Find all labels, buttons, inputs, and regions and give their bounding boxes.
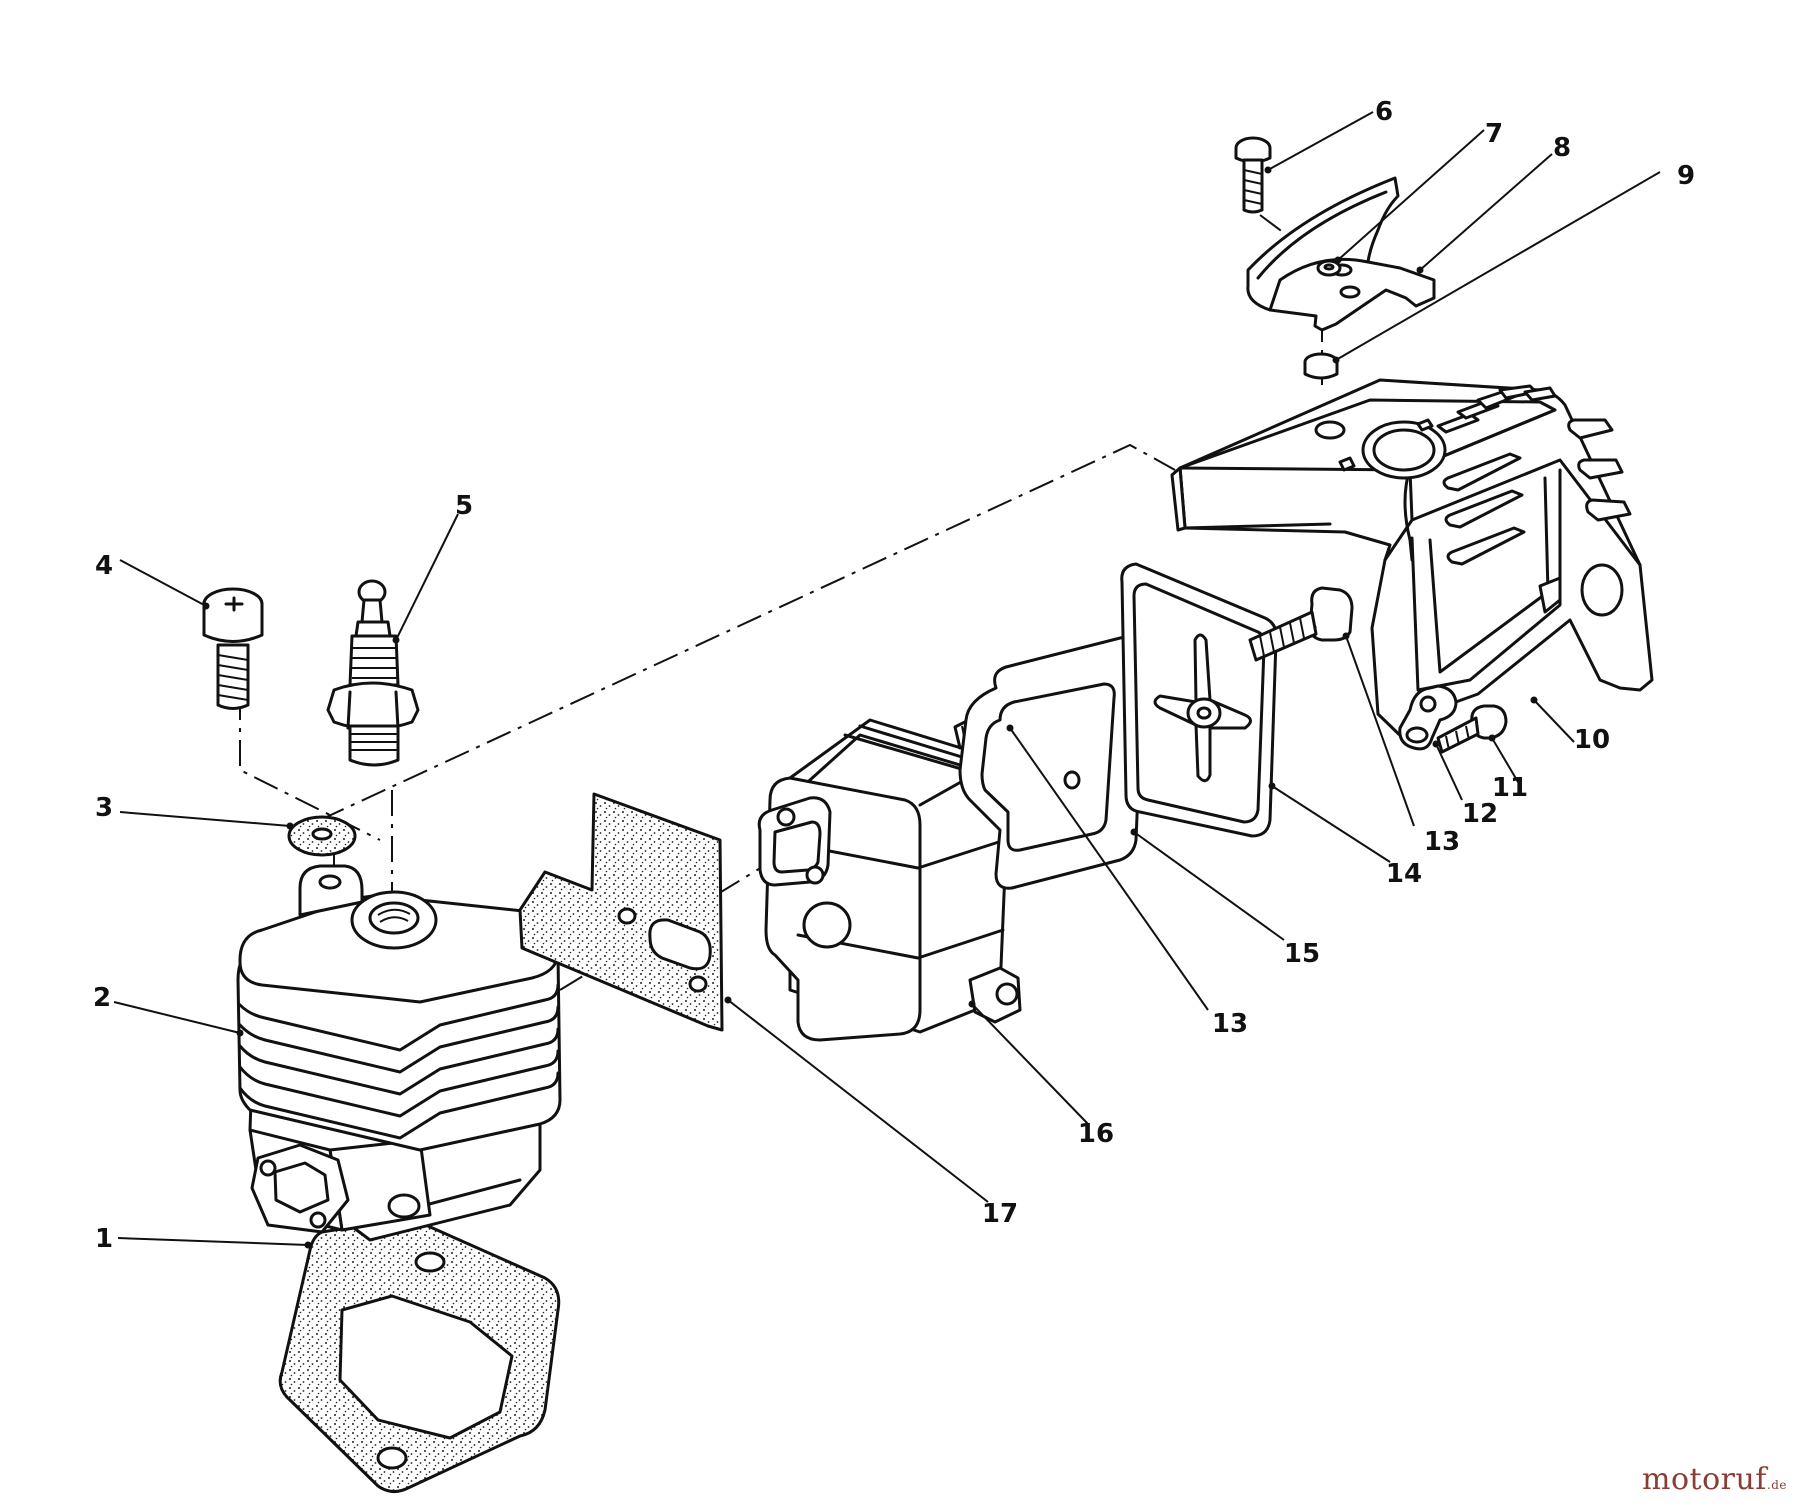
brand-name: motoruf bbox=[1642, 1462, 1767, 1497]
upper-bolt-part bbox=[1248, 586, 1354, 662]
cylinder-shroud-part bbox=[1170, 378, 1654, 747]
mounting-bracket-part bbox=[1398, 684, 1458, 751]
washer-part bbox=[287, 815, 357, 857]
deflector-guard-part bbox=[1246, 176, 1436, 332]
callout-5: 5 bbox=[455, 491, 473, 521]
callout-4: 4 bbox=[95, 551, 113, 581]
base-gasket-part bbox=[278, 1216, 561, 1493]
cylinder-part bbox=[236, 864, 562, 1242]
callout-14: 14 bbox=[1386, 859, 1422, 889]
callout-7: 7 bbox=[1485, 119, 1503, 149]
washer-part-7 bbox=[1316, 259, 1342, 277]
screw-part-11 bbox=[1436, 704, 1508, 754]
screw-part-6 bbox=[1234, 136, 1272, 214]
callout-10: 10 bbox=[1574, 725, 1610, 755]
callout-12: 12 bbox=[1462, 799, 1498, 829]
callout-9: 9 bbox=[1677, 161, 1695, 191]
brand-watermark: motoruf.de bbox=[1642, 1462, 1787, 1497]
callout-8: 8 bbox=[1553, 133, 1571, 163]
callout-labels: 1 2 3 4 5 6 7 8 9 10 11 12 13 13 14 15 1… bbox=[93, 97, 1695, 1254]
callout-2: 2 bbox=[93, 983, 111, 1013]
callout-3: 3 bbox=[95, 793, 113, 823]
callout-17: 17 bbox=[982, 1199, 1018, 1229]
spark-plug-part bbox=[326, 579, 420, 767]
heat-shield-gasket-part bbox=[518, 792, 724, 1032]
callout-15: 15 bbox=[1284, 939, 1320, 969]
grommet-part bbox=[1303, 352, 1339, 380]
callout-1: 1 bbox=[95, 1224, 113, 1254]
muffler-body-part bbox=[757, 718, 1022, 1042]
muffler-gasket-part bbox=[958, 634, 1146, 890]
screw-part-4 bbox=[202, 587, 264, 710]
callout-6: 6 bbox=[1375, 97, 1393, 127]
callout-11: 11 bbox=[1492, 773, 1528, 803]
callout-13-lower: 13 bbox=[1212, 1009, 1248, 1039]
callout-16: 16 bbox=[1078, 1119, 1114, 1149]
leader-lines bbox=[113, 111, 1661, 1249]
callout-13-upper: 13 bbox=[1424, 827, 1460, 857]
brand-tld: .de bbox=[1766, 1478, 1788, 1492]
baffle-plate-part bbox=[1120, 562, 1278, 838]
